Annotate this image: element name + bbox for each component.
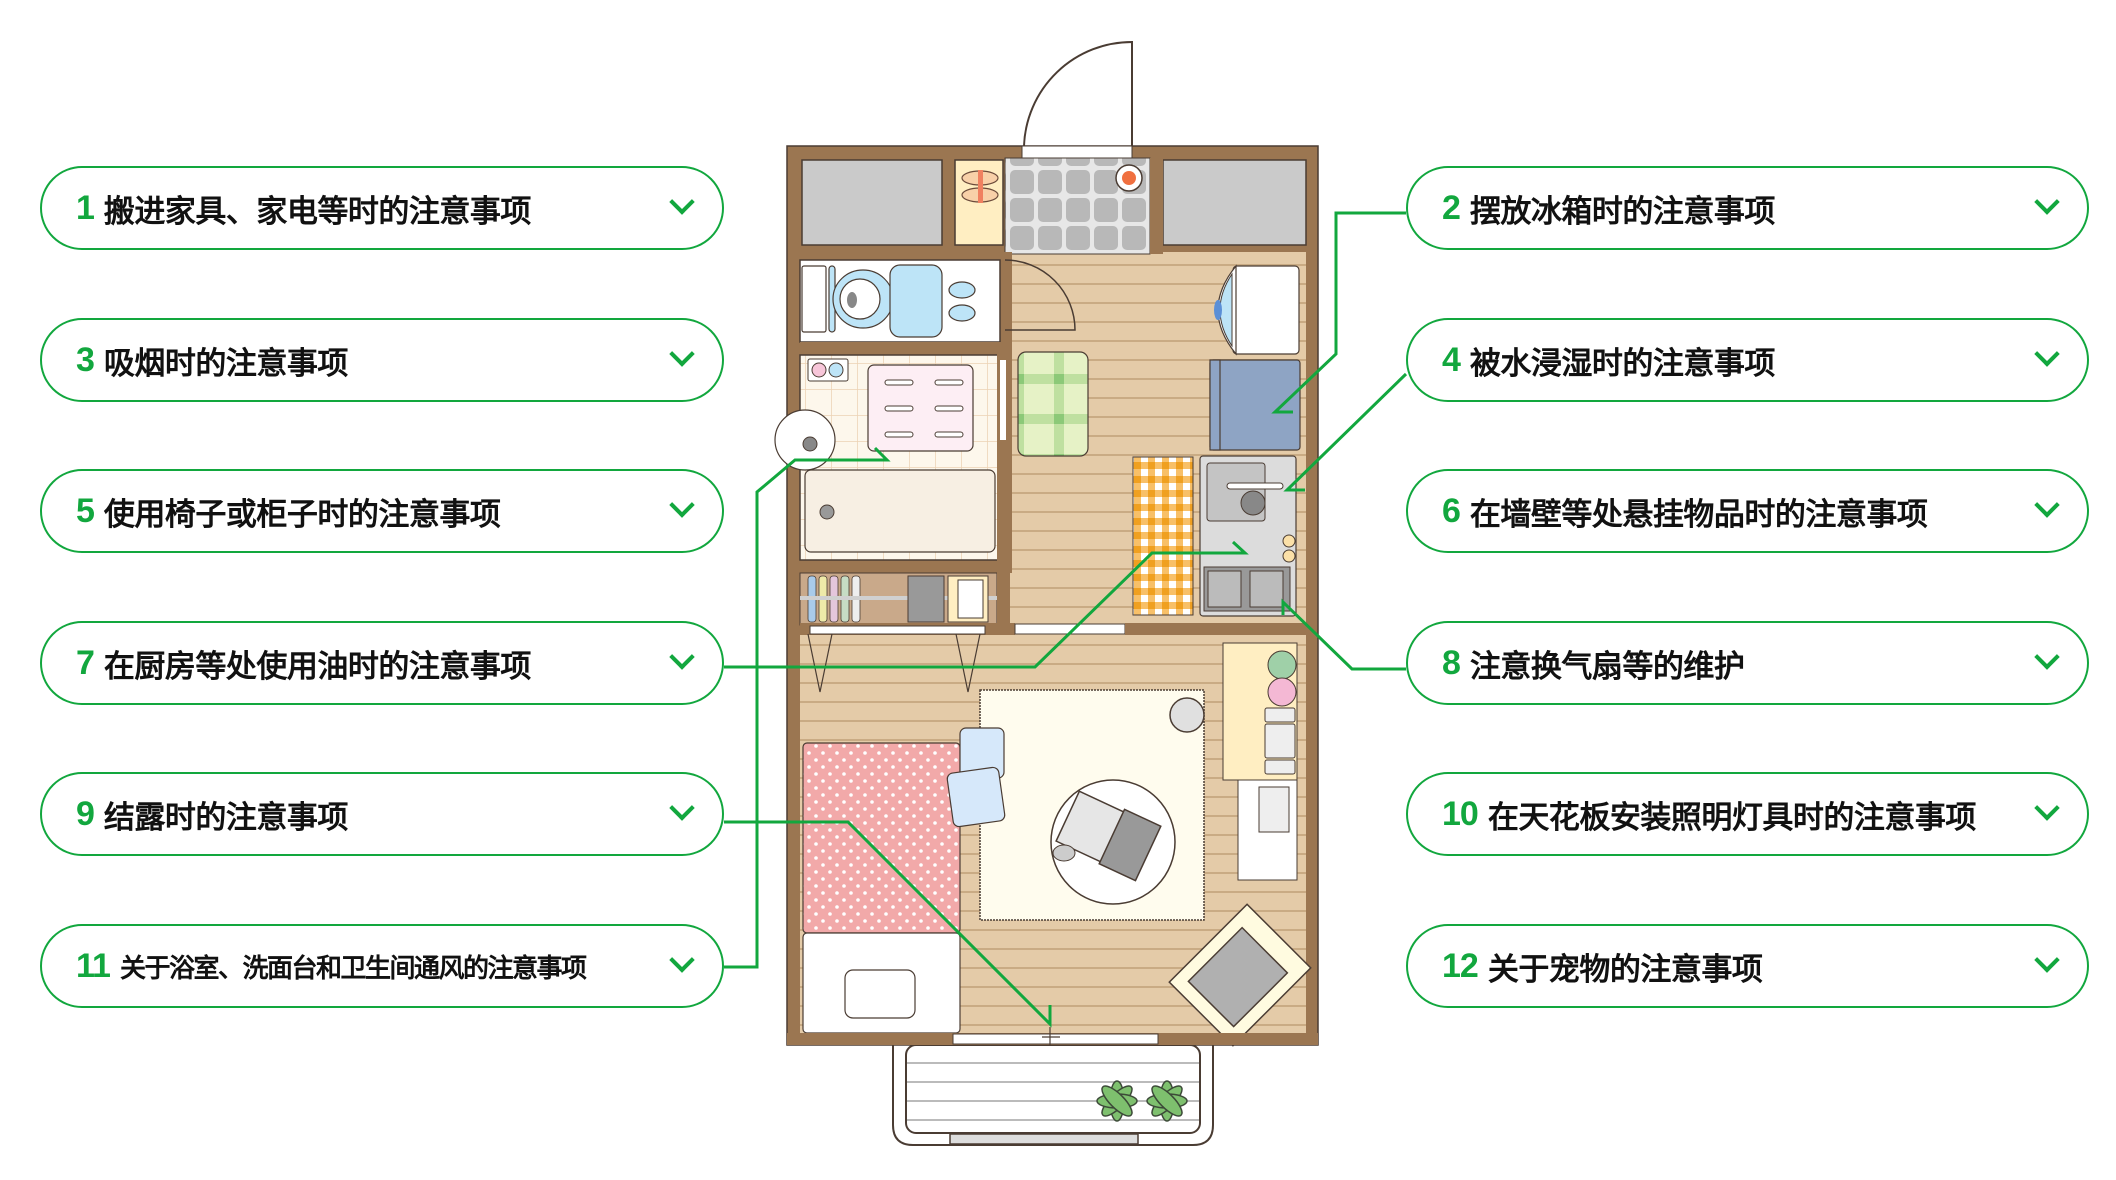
- topic-number: 1: [76, 188, 95, 227]
- topic-label: 在墙壁等处悬挂物品时的注意事项: [1469, 496, 1928, 533]
- topic-number: 3: [76, 340, 95, 379]
- kitchen-counter: [1199, 455, 1297, 617]
- chevron-down-icon[interactable]: [2035, 951, 2057, 973]
- shelf: [1222, 642, 1298, 781]
- frog-toy-icon: [1267, 677, 1297, 707]
- kitchen-rug: [1132, 456, 1194, 616]
- tv-icon: [1168, 903, 1312, 1047]
- bed: [802, 742, 961, 1034]
- balcony: [892, 1044, 1214, 1146]
- chevron-down-icon[interactable]: [670, 648, 692, 670]
- topic-10-button[interactable]: 10 在天花板安装照明灯具时的注意事项: [1406, 772, 2089, 856]
- topic-number: 2: [1442, 188, 1461, 227]
- topic-3-button[interactable]: 3 吸烟时的注意事项: [40, 318, 724, 402]
- chevron-down-icon[interactable]: [2035, 193, 2057, 215]
- topic-11-button[interactable]: 11 关于浴室、洗面台和卫生间通风的注意事项: [40, 924, 724, 1008]
- topic-8-button[interactable]: 8 注意换气扇等的维护: [1406, 621, 2089, 705]
- floor-drain-icon: [1115, 164, 1143, 192]
- topic-label: 关于浴室、洗面台和卫生间通风的注意事项: [119, 953, 587, 984]
- toilet-icon: [801, 264, 976, 338]
- refrigerator: [1209, 359, 1301, 451]
- washing-machine: [1214, 264, 1300, 356]
- closet-right: [1162, 159, 1307, 246]
- topic-label: 在厨房等处使用油时的注意事项: [103, 648, 532, 685]
- topic-label: 摆放冰箱时的注意事项: [1469, 193, 1776, 230]
- topic-12-button[interactable]: 12 关于宠物的注意事项: [1406, 924, 2089, 1008]
- cushion-icon: [946, 727, 1006, 828]
- chevron-down-icon[interactable]: [670, 799, 692, 821]
- topic-4-button[interactable]: 4 被水浸湿时的注意事项: [1406, 318, 2089, 402]
- plant-icon: [1096, 1080, 1138, 1122]
- topic-number: 7: [76, 643, 95, 682]
- closet-left: [801, 159, 943, 246]
- chevron-down-icon[interactable]: [2035, 345, 2057, 367]
- sink-icon: [774, 409, 836, 471]
- connector-7: [724, 540, 1249, 669]
- connector-2: [1271, 211, 1406, 414]
- chevron-down-icon[interactable]: [670, 345, 692, 367]
- plant-icon: [1146, 1080, 1188, 1122]
- topic-label: 关于宠物的注意事项: [1487, 951, 1763, 988]
- connector-11: [724, 446, 891, 969]
- topic-label: 吸烟时的注意事项: [103, 345, 349, 382]
- topic-number: 4: [1442, 340, 1461, 379]
- topic-label: 使用椅子或柜子时的注意事项: [103, 496, 501, 533]
- topic-2-button[interactable]: 2 摆放冰箱时的注意事项: [1406, 166, 2089, 250]
- frog-toy-icon: [1267, 650, 1297, 680]
- topic-7-button[interactable]: 7 在厨房等处使用油时的注意事项: [40, 621, 724, 705]
- chevron-down-icon[interactable]: [2035, 496, 2057, 518]
- topic-number: 6: [1442, 491, 1461, 530]
- connector-4: [1283, 372, 1408, 492]
- faucet-icon: [807, 358, 849, 382]
- topic-number: 9: [76, 794, 95, 833]
- topic-label: 在天花板安装照明灯具时的注意事项: [1487, 799, 1977, 836]
- topic-number: 10: [1442, 794, 1479, 833]
- topic-5-button[interactable]: 5 使用椅子或柜子时的注意事项: [40, 469, 724, 553]
- chevron-down-icon[interactable]: [2035, 648, 2057, 670]
- chair-icon: [1169, 697, 1205, 733]
- entrance-door: [1023, 40, 1133, 147]
- toilet-door: [1004, 259, 1076, 331]
- topic-9-button[interactable]: 9 结露时的注意事项: [40, 772, 724, 856]
- connector-8: [1281, 598, 1406, 671]
- bathtub: [804, 469, 996, 553]
- chevron-down-icon[interactable]: [670, 193, 692, 215]
- topic-label: 注意换气扇等的维护: [1469, 648, 1745, 685]
- chevron-down-icon[interactable]: [2035, 799, 2057, 821]
- topic-number: 8: [1442, 643, 1461, 682]
- bath-mat: [867, 364, 974, 452]
- kitchen-mat: [1017, 351, 1089, 457]
- connector-9: [724, 820, 1052, 1028]
- connector-lines: [724, 211, 1408, 1028]
- table-with-laptop: [1050, 779, 1176, 905]
- topic-6-button[interactable]: 6 在墙壁等处悬挂物品时的注意事项: [1406, 469, 2089, 553]
- topic-1-button[interactable]: 1 搬进家具、家电等时的注意事项: [40, 166, 724, 250]
- topic-label: 搬进家具、家电等时的注意事项: [103, 193, 532, 230]
- chevron-down-icon[interactable]: [670, 951, 692, 973]
- slippers-icon: [961, 170, 999, 203]
- topic-label: 被水浸湿时的注意事项: [1469, 345, 1776, 382]
- topic-number: 5: [76, 491, 95, 530]
- topic-label: 结露时的注意事项: [103, 799, 349, 836]
- chevron-down-icon[interactable]: [670, 496, 692, 518]
- topic-number: 12: [1442, 946, 1479, 985]
- topic-number: 11: [76, 946, 111, 985]
